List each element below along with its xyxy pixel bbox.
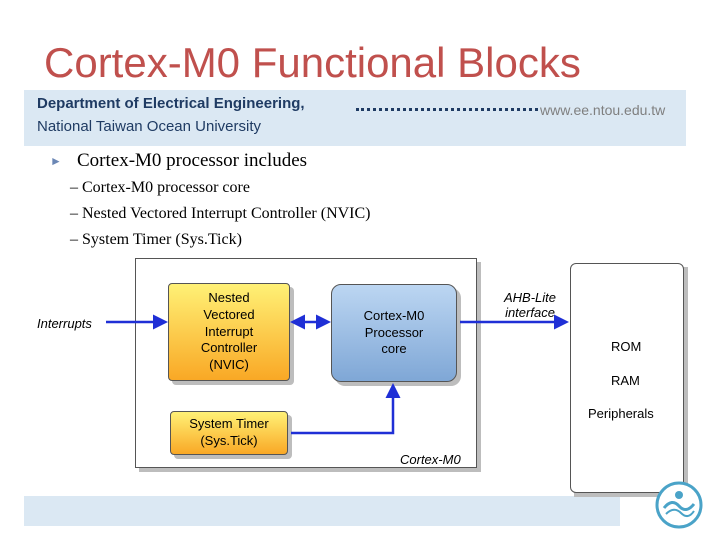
nvic-line: Controller <box>200 340 258 356</box>
sub-bullet-core: – Cortex-M0 processor core <box>70 179 250 196</box>
ahb-line: interface <box>505 305 555 320</box>
arrow-systick-core <box>291 383 401 435</box>
bullet-triangle-icon: ► <box>50 154 62 168</box>
bullet-main: Cortex-M0 processor includes <box>77 150 308 171</box>
ahb-line: AHB-Lite <box>503 290 557 305</box>
systick-line: System Timer <box>189 416 269 432</box>
memory-peripherals: Peripherals <box>588 406 654 421</box>
memory-ram: RAM <box>611 373 640 388</box>
processor-core-box: Cortex-M0 Processor core <box>331 284 457 382</box>
sub-bullet-systick: – System Timer (Sys.Tick) <box>70 231 242 248</box>
dotted-divider <box>356 108 538 111</box>
sub-bullet-nvic: – Nested Vectored Interrupt Controller (… <box>70 205 371 222</box>
department-text: Department of Electrical Engineering, <box>37 95 305 112</box>
header-band <box>24 90 686 146</box>
ahb-label: AHB-Lite interface <box>500 290 560 320</box>
memory-rom: ROM <box>611 339 642 354</box>
core-line: Processor <box>364 324 424 340</box>
website-url: www.ee.ntou.edu.tw <box>540 102 666 118</box>
core-line: core <box>381 341 407 357</box>
nvic-line: Interrupt <box>204 323 254 339</box>
nvic-box: Nested Vectored Interrupt Controller (NV… <box>168 283 290 381</box>
cortex-m0-label: Cortex-M0 <box>400 452 461 467</box>
nvic-line: (NVIC) <box>209 357 249 373</box>
university-text: National Taiwan Ocean University <box>37 118 261 135</box>
core-line: Cortex-M0 <box>363 307 425 323</box>
memory-box <box>570 263 684 493</box>
nvic-line: Vectored <box>203 306 255 322</box>
systick-box: System Timer (Sys.Tick) <box>170 411 288 455</box>
footer-band <box>24 496 620 526</box>
systick-line: (Sys.Tick) <box>200 433 258 448</box>
slide-title: Cortex-M0 Functional Blocks <box>44 39 581 86</box>
interrupts-label: Interrupts <box>37 316 92 331</box>
nvic-line: Nested <box>208 289 250 305</box>
ntou-logo-icon <box>655 481 703 529</box>
